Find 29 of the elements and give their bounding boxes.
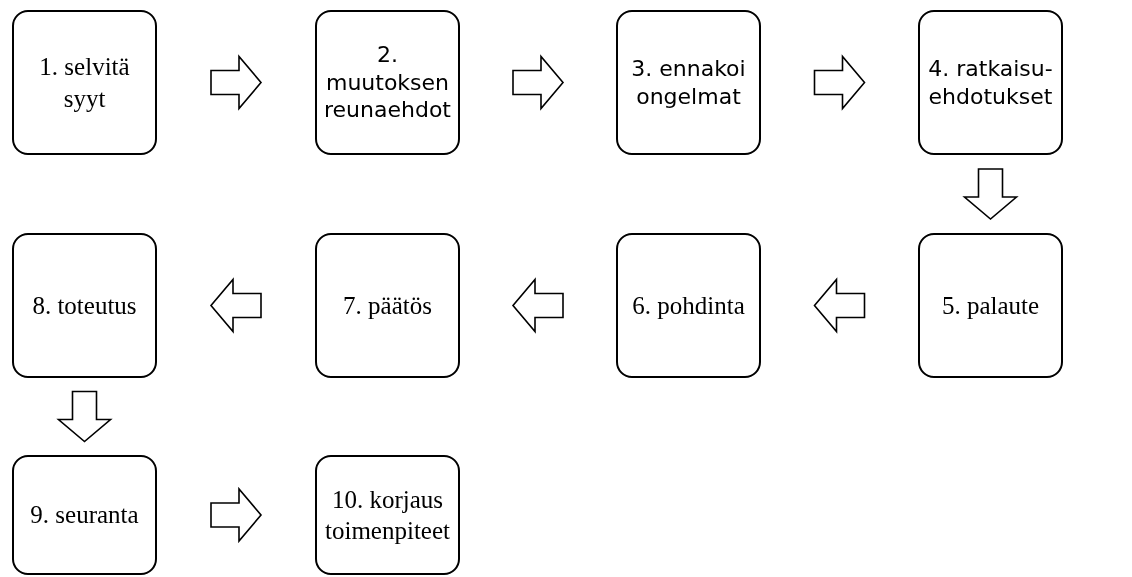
- block-arrow: [210, 486, 263, 544]
- block-arrow: [511, 277, 564, 334]
- step-label: 1. selvitä syyt: [38, 52, 131, 114]
- block-arrow: [209, 277, 262, 334]
- step-label: 5. palaute: [940, 290, 1041, 321]
- process-box: [918, 10, 1063, 155]
- process-box: [918, 233, 1063, 378]
- block-arrow: [56, 390, 113, 443]
- block-arrow: [813, 277, 866, 334]
- step-label: 6. pohdinta: [631, 290, 746, 321]
- process-box: [616, 233, 761, 378]
- block-arrow: [962, 168, 1019, 221]
- step-label: 7. päätös: [342, 290, 433, 321]
- step-label: 3. ennakoi ongelmat: [630, 55, 747, 110]
- process-box: [12, 10, 157, 155]
- block-arrow: [512, 54, 565, 111]
- block-arrow: [813, 54, 866, 111]
- process-box: [12, 455, 157, 575]
- process-box: [12, 233, 157, 378]
- block-arrow: [210, 54, 263, 111]
- process-box: [315, 233, 460, 378]
- step-label: 2. muutoksen reunaehdot: [323, 41, 452, 124]
- step-label: 10. korjaus toimenpiteet: [324, 484, 451, 546]
- process-box: [315, 455, 460, 575]
- step-label: 9. seuranta: [29, 500, 140, 531]
- step-label: 4. ratkaisu-ehdotukset: [927, 55, 1054, 110]
- step-label: 8. toteutus: [31, 290, 138, 321]
- process-box: [315, 10, 460, 155]
- process-box: [616, 10, 761, 155]
